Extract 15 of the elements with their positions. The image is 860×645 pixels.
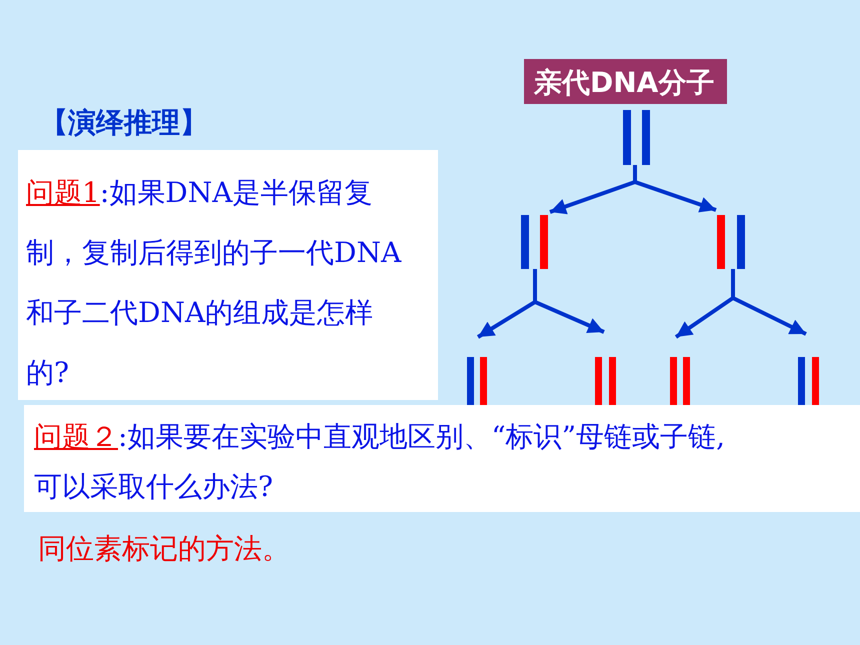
arrow: [731, 269, 807, 336]
dna-double-strand: [623, 110, 650, 165]
arrow: [533, 269, 605, 334]
title-label: 亲代DNA分子: [524, 59, 727, 104]
dna-double-strand: [717, 215, 745, 269]
arrow: [633, 165, 717, 212]
dna-double-strand: [467, 357, 487, 405]
answer-text: 同位素标记的方法。: [38, 531, 291, 567]
dna-double-strand: [798, 357, 819, 405]
question-text: 问题1:如果DNA是半保留复制，复制后得到的子一代DNA和子二代DNA的组成是怎样的?: [18, 150, 438, 400]
dna-double-strand: [521, 215, 548, 269]
dna-double-strand: [670, 357, 690, 405]
question-text: 问题２:如果要在实验中直观地区别、“标识”母链或子链,可以采取什么办法?: [24, 405, 860, 512]
dna-double-strand: [595, 357, 616, 405]
heading: 【演绎推理】: [40, 105, 209, 141]
